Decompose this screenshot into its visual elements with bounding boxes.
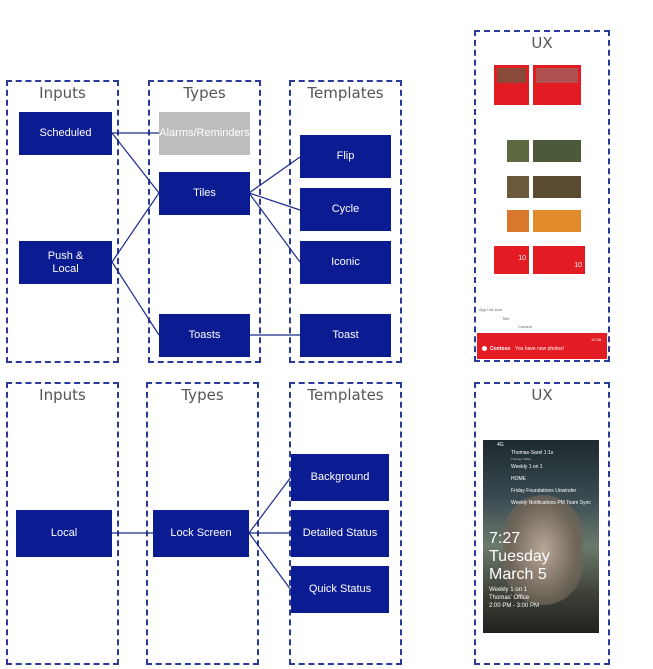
input-scheduled: Scheduled: [19, 112, 112, 155]
badge-count-wide: 10: [574, 262, 582, 269]
iconic-tile-wide: 10: [533, 246, 585, 274]
template-iconic: Iconic: [300, 241, 391, 284]
event-1-title: Thomas-Sarel 1:1s: [511, 450, 554, 456]
lock-day: Tuesday: [489, 548, 550, 565]
bottom-inputs-title: Inputs: [39, 386, 86, 404]
event-3: HOME: [511, 476, 526, 482]
bottom-types-title: Types: [181, 386, 224, 404]
bottom-types-column: Types: [146, 382, 259, 665]
template-cycle: Cycle: [300, 188, 391, 231]
top-inputs-title: Inputs: [39, 84, 86, 102]
ux-bottom-label: UX: [531, 386, 553, 404]
template-toast: Toast: [300, 314, 391, 357]
type-lock-screen: Lock Screen: [153, 510, 249, 557]
top-templates-title: Templates: [307, 84, 384, 102]
child-photo-area: [503, 495, 583, 605]
bottom-templates-title: Templates: [307, 386, 384, 404]
top-inputs-column: Inputs: [6, 80, 119, 363]
bottom-inputs-column: Inputs: [6, 382, 119, 665]
detail-line-2: Thomas' Office: [489, 595, 530, 601]
type-tiles: Tiles: [159, 172, 250, 215]
badge-count: 10: [518, 255, 526, 262]
ux-bottom-panel: [474, 382, 610, 665]
toast-time: 12:38: [590, 337, 601, 342]
event-2: Weekly 1 on 1: [511, 464, 543, 470]
toast-app-icon: [482, 346, 487, 351]
top-templates-column: Templates: [289, 80, 402, 363]
flip-tile-small: [494, 65, 529, 105]
toast-app-name: Contoso: [490, 346, 511, 352]
toast-bar: Contoso You have new photos! 12:38: [477, 333, 607, 359]
top-types-title: Types: [183, 84, 226, 102]
annotation-content: Content: [518, 324, 533, 329]
ux-top-panel: [474, 30, 610, 362]
top-types-column: Types: [148, 80, 261, 363]
toast-message: You have new photos!: [515, 346, 565, 352]
cycle-tile-1: [507, 140, 529, 162]
event-5: Weekly Notifications PM Team Sync: [511, 500, 591, 506]
detail-line-3: 2:00 PM - 3:00 PM: [489, 603, 540, 609]
cycle-tile-2: [533, 140, 581, 162]
input-push-local: Push & Local: [19, 241, 112, 284]
cycle-tile-4: [533, 176, 581, 198]
detail-line-1: Weekly 1 on 1: [489, 587, 527, 593]
lock-date: March 5: [489, 566, 547, 583]
event-1-sub: Thomas' Office: [511, 457, 532, 461]
lock-screen-phone: 4G Thomas-Sarel 1:1s Thomas' Office Week…: [483, 440, 599, 633]
template-background: Background: [291, 454, 389, 501]
flip-tile-wide: [533, 65, 581, 105]
event-4: Friday Foundations Unwinder: [511, 488, 577, 494]
type-toasts: Toasts: [159, 314, 250, 357]
event-1: Thomas-Sarel 1:1s Thomas' Office: [511, 450, 553, 462]
template-quick-status: Quick Status: [291, 566, 389, 613]
cycle-tile-5: [507, 210, 529, 232]
cycle-tile-6: [533, 210, 581, 232]
annotation-app-icon: App List Icon: [479, 307, 503, 312]
cycle-tile-3: [507, 176, 529, 198]
lock-time: 7:27: [489, 530, 521, 547]
iconic-tile-small: 10: [494, 246, 529, 274]
type-alarms-reminders: Alarms/Reminders: [159, 112, 250, 155]
input-local: Local: [16, 510, 112, 557]
template-flip: Flip: [300, 135, 391, 178]
status-network: 4G: [497, 442, 504, 448]
annotation-title: Title: [502, 316, 510, 321]
bottom-templates-column: Templates: [289, 382, 402, 665]
ux-top-label: UX: [531, 34, 553, 52]
template-detailed-status: Detailed Status: [291, 510, 389, 557]
